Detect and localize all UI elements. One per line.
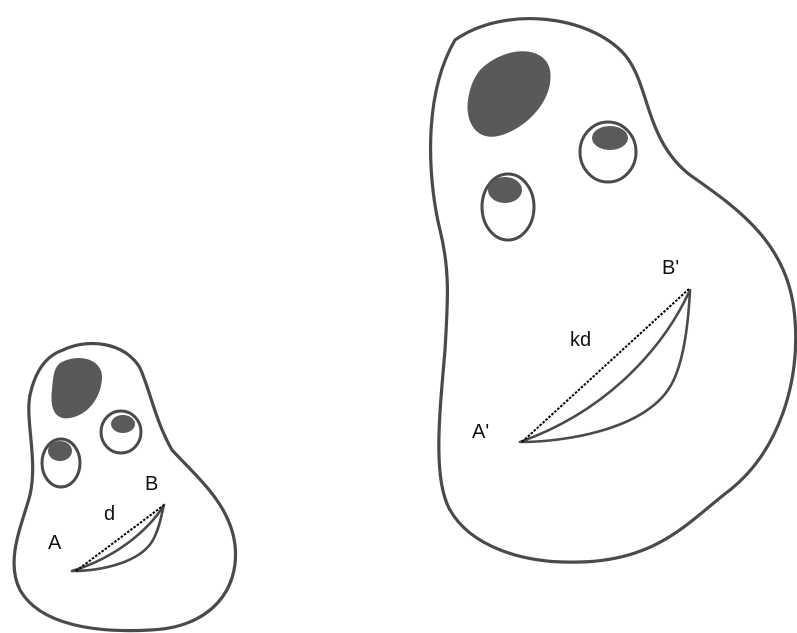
- large-figure-left-pupil: [488, 177, 522, 203]
- small-figure-right-pupil: [111, 415, 135, 433]
- small-figure-label-b: B: [145, 473, 158, 495]
- small-figure: A B d: [14, 344, 236, 631]
- large-figure-label-b-prime: B': [662, 257, 679, 279]
- small-figure-left-pupil: [48, 441, 72, 461]
- large-figure-label-kd: kd: [570, 329, 591, 351]
- large-figure: A' B' kd: [431, 19, 796, 563]
- large-figure-label-a-prime: A': [472, 421, 489, 443]
- small-figure-label-a: A: [48, 532, 62, 554]
- small-figure-body-outline: [14, 344, 236, 631]
- small-figure-label-d: d: [104, 503, 115, 525]
- large-figure-right-pupil: [592, 126, 628, 150]
